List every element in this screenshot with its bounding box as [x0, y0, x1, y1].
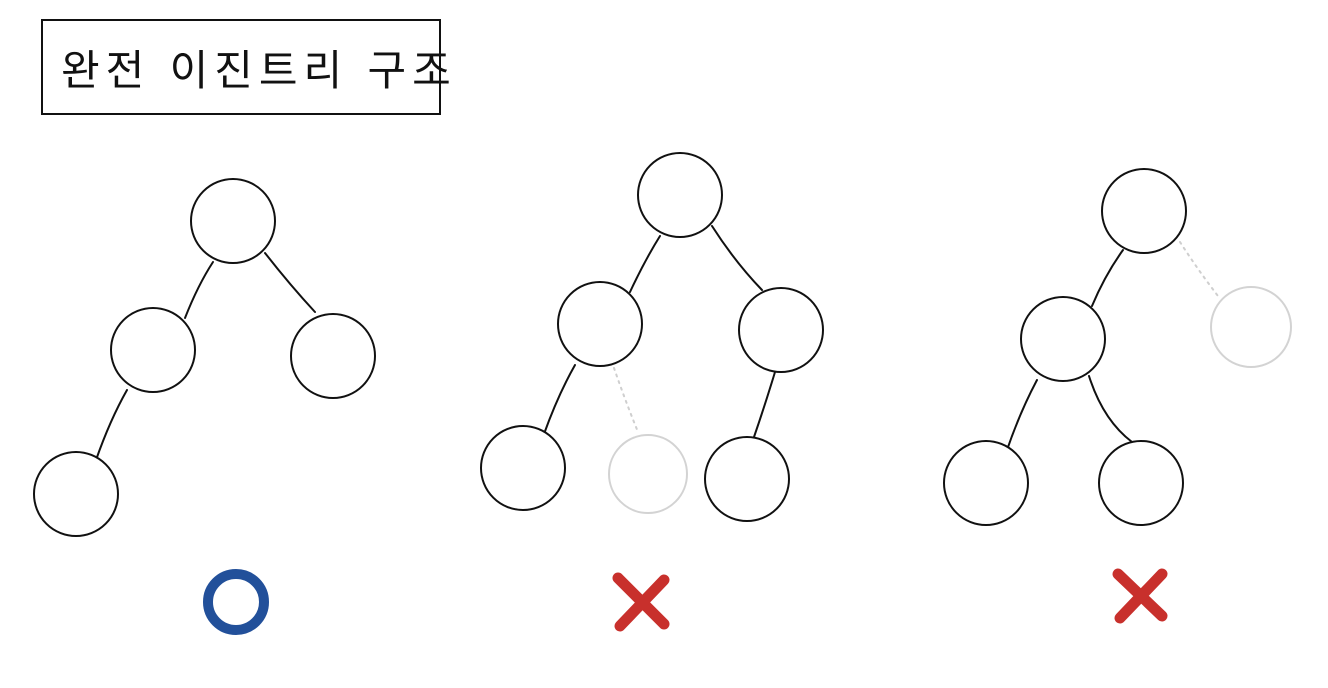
edge-root-right-missing: [1179, 241, 1219, 297]
tree-2-node-left: [557, 281, 643, 367]
edge-left-leftright: [1088, 375, 1133, 443]
tree-3-node-root: [1101, 168, 1187, 254]
tree-1-node-left: [110, 307, 196, 393]
diagram-title: 완전 이진트리 구조: [61, 45, 457, 95]
tree-3-node-left-left: [943, 440, 1029, 526]
tree-1: [33, 178, 376, 537]
tree-2-node-left-right-missing: [608, 434, 688, 514]
edge-left-leftleft: [1006, 379, 1038, 451]
tree-2-node-right-left: [704, 436, 790, 522]
tree-3-node-left: [1020, 296, 1106, 382]
cross-x-icon: [1112, 568, 1168, 624]
tree-3: [943, 168, 1292, 526]
edge-root-left: [184, 261, 214, 319]
edge-left-leftleft: [95, 389, 128, 461]
edge-root-left: [1091, 249, 1124, 307]
edge-right-rightleft: [753, 371, 776, 438]
cross-x-icon: [612, 572, 670, 632]
title-box: 완전 이진트리 구조: [41, 19, 451, 115]
edge-root-right: [711, 225, 763, 291]
tree-3-node-right-missing: [1210, 286, 1292, 368]
circle-o-icon: [203, 569, 269, 635]
tree-1-node-right: [290, 313, 376, 399]
tree-2-node-root: [637, 152, 723, 238]
edge-left-leftleft: [543, 364, 576, 435]
edge-root-right: [264, 252, 316, 313]
tree-1-node-left-left: [33, 451, 119, 537]
tree-2-node-right: [738, 287, 824, 373]
tree-2-node-left-left: [480, 425, 566, 511]
edge-root-left: [629, 235, 661, 293]
tree-3-node-left-right: [1098, 440, 1184, 526]
tree-1-node-root: [190, 178, 276, 264]
edge-left-leftright-missing: [613, 367, 639, 433]
tree-2: [480, 152, 824, 522]
